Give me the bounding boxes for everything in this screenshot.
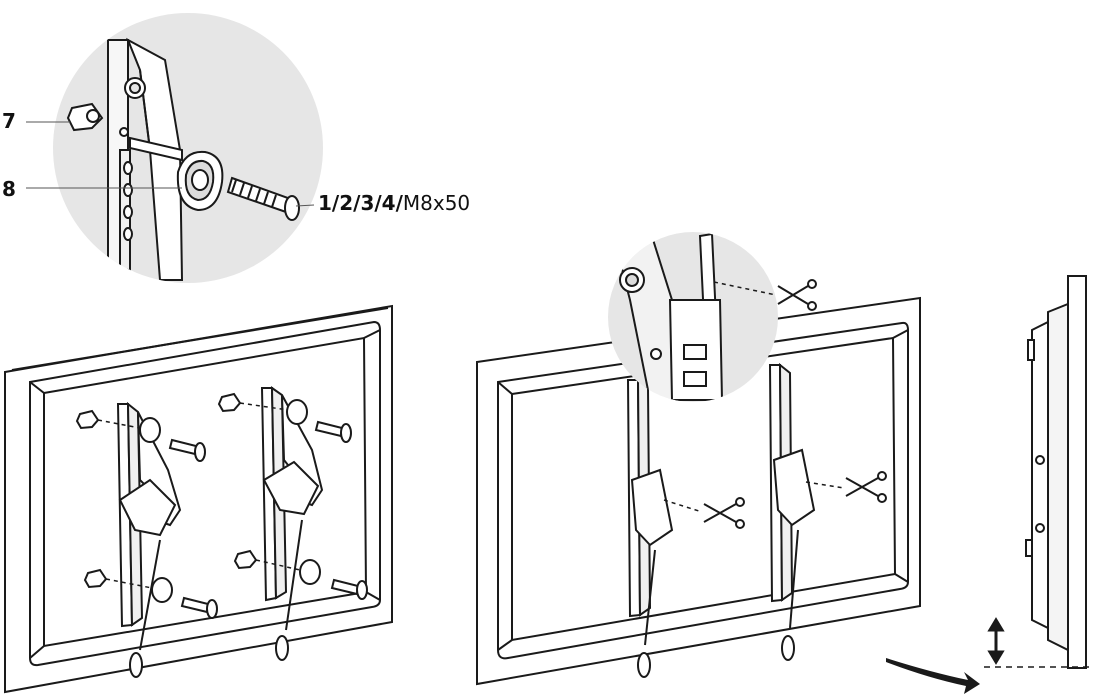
bracket-middle-2 <box>768 362 816 661</box>
tv-back-panel-left <box>4 304 393 694</box>
cut-detail-zoom-circle <box>608 232 778 402</box>
tv-back-panel-middle <box>476 296 921 686</box>
bracket-middle-1 <box>626 377 674 678</box>
callout-bolt-size: M8x50 <box>402 191 471 215</box>
tv-side-view <box>1025 275 1087 669</box>
double-arrow-icon <box>987 617 1005 665</box>
dashed-guides-left <box>97 402 301 589</box>
callout-part-8: 8 <box>2 177 16 201</box>
callout-bolt-parts: 1/2/3/4/ <box>318 191 403 215</box>
bolt-m8x50 <box>226 176 300 221</box>
callout-part-7: 7 <box>2 109 16 133</box>
scissors-icon <box>777 279 817 311</box>
curved-arrow-icon <box>886 658 980 694</box>
leader-line-bolt <box>295 204 315 207</box>
callout-bolt: 1/2/3/4/M8x50 <box>318 192 470 214</box>
spacer-part-7 <box>66 102 104 132</box>
hardware-left-panel <box>75 392 368 619</box>
scissors-icon <box>845 471 887 503</box>
detail-zoom-circle <box>26 13 323 283</box>
scissors-icon <box>703 497 745 529</box>
washer-part-8 <box>176 150 224 212</box>
dashed-cut-lines <box>663 281 845 513</box>
